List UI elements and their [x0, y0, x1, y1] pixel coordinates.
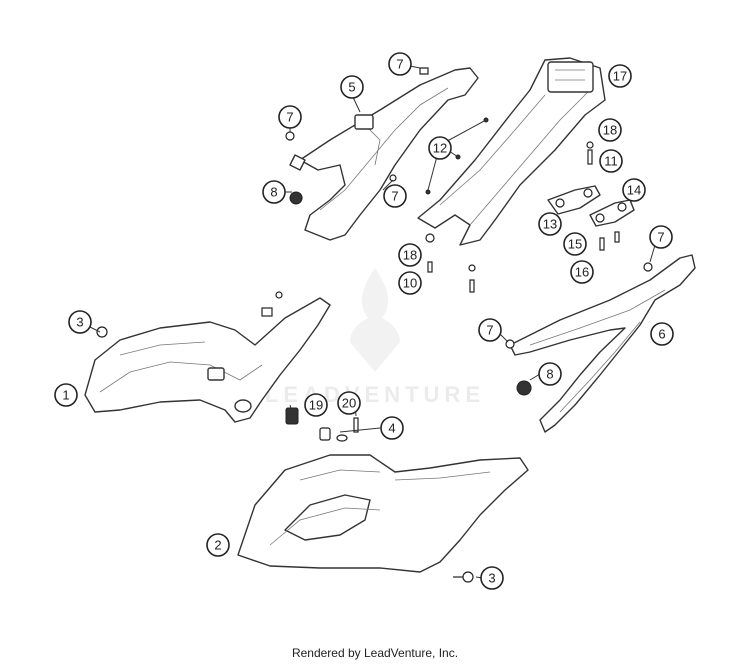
part-14-bracket — [589, 199, 635, 227]
watermark-logo-icon — [350, 268, 400, 372]
callout-10: 10 — [398, 271, 422, 295]
svg-text:12: 12 — [433, 141, 447, 156]
svg-text:3: 3 — [488, 571, 495, 586]
callout-1: 1 — [54, 383, 78, 407]
callout-15: 15 — [563, 232, 587, 256]
callout-3-bottom: 3 — [480, 566, 504, 590]
callout-8-left: 8 — [262, 180, 286, 204]
svg-text:11: 11 — [604, 154, 618, 169]
callout-11: 11 — [599, 149, 623, 173]
part-1-left-side-cover — [84, 297, 331, 423]
callout-16: 16 — [570, 260, 594, 284]
callout-18-right: 18 — [598, 118, 622, 142]
svg-text:18: 18 — [403, 248, 417, 263]
svg-text:7: 7 — [286, 110, 293, 125]
part-6-rear-frame-right — [509, 254, 696, 433]
watermark: LEADVENTURE — [265, 268, 485, 407]
callout-13: 13 — [538, 212, 562, 236]
callout-8-right: 8 — [538, 362, 562, 386]
svg-text:3: 3 — [76, 315, 83, 330]
svg-text:20: 20 — [342, 396, 356, 411]
part-13-bracket — [547, 185, 601, 215]
svg-text:14: 14 — [627, 183, 641, 198]
svg-text:15: 15 — [568, 237, 582, 252]
callout-5: 5 — [340, 75, 364, 99]
callout-7-left: 7 — [278, 105, 302, 129]
svg-text:16: 16 — [575, 265, 589, 280]
callout-12: 12 — [428, 136, 452, 160]
callout-2: 2 — [206, 533, 230, 557]
svg-text:7: 7 — [391, 189, 398, 204]
callout-3-left: 3 — [68, 310, 92, 334]
svg-text:5: 5 — [348, 80, 355, 95]
callout-17: 17 — [608, 64, 632, 88]
svg-text:19: 19 — [309, 398, 323, 413]
svg-text:6: 6 — [658, 327, 665, 342]
part-center-subframe — [417, 57, 606, 246]
watermark-text: LEADVENTURE — [265, 382, 485, 407]
svg-text:7: 7 — [657, 230, 664, 245]
svg-text:10: 10 — [403, 276, 417, 291]
svg-text:2: 2 — [214, 538, 221, 553]
callout-4: 4 — [380, 416, 404, 440]
callout-7-top: 7 — [388, 52, 412, 76]
svg-text:8: 8 — [270, 185, 277, 200]
svg-text:1: 1 — [62, 388, 69, 403]
callout-14: 14 — [622, 178, 646, 202]
callout-7-right-top: 7 — [649, 225, 673, 249]
callout-20: 20 — [337, 391, 361, 415]
callout-6: 6 — [650, 322, 674, 346]
svg-text:18: 18 — [603, 123, 617, 138]
svg-text:8: 8 — [546, 367, 553, 382]
callout-18-left: 18 — [398, 243, 422, 267]
footer-credit: Rendered by LeadVenture, Inc. — [291, 646, 459, 660]
svg-text:17: 17 — [613, 69, 627, 84]
part-5-rear-frame-left — [289, 67, 479, 241]
callout-7-mid: 7 — [383, 184, 407, 208]
callout-19: 19 — [304, 393, 328, 417]
part-2-right-side-cover — [237, 454, 529, 573]
svg-text:4: 4 — [388, 421, 395, 436]
svg-text:7: 7 — [486, 323, 493, 338]
svg-text:7: 7 — [396, 57, 403, 72]
svg-text:13: 13 — [543, 217, 557, 232]
callout-7-right-mid: 7 — [478, 318, 502, 342]
